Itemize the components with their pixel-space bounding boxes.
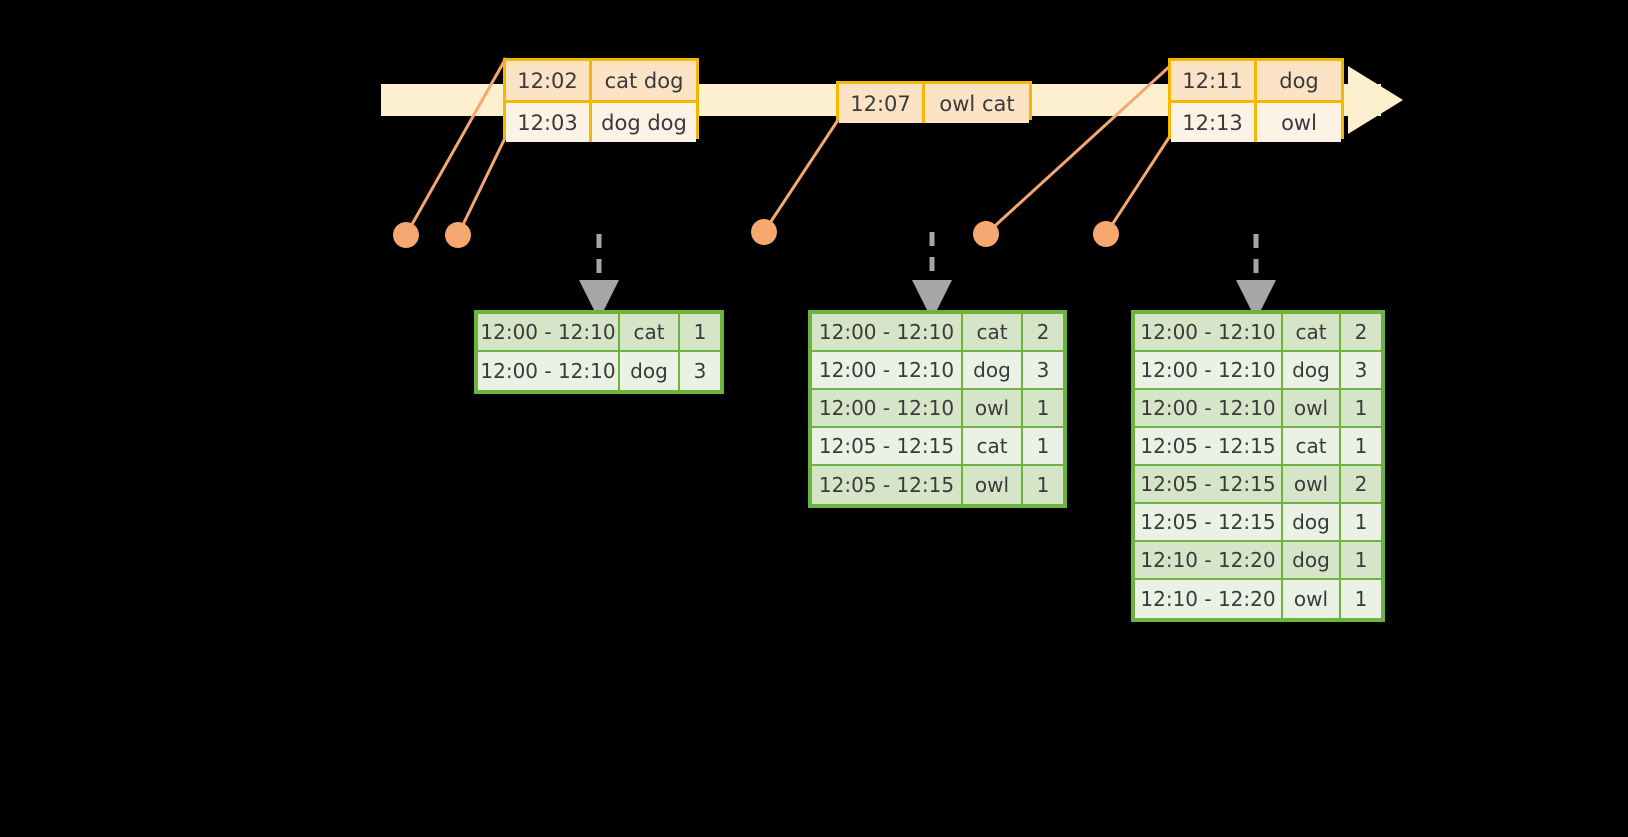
word-cell: cat [963, 428, 1023, 466]
word-cell: dog [620, 352, 680, 390]
word-cell: dog [1283, 542, 1341, 580]
word-cell: cat [1283, 428, 1341, 466]
count-cell: 1 [1341, 504, 1381, 542]
word-cell: owl [1283, 466, 1341, 504]
word-cell: owl [1283, 580, 1341, 618]
window-cell: 12:10 - 12:20 [1135, 542, 1283, 580]
count-cell: 3 [1341, 352, 1381, 390]
connector-dot [445, 222, 471, 248]
event-time: 12:13 [1171, 103, 1257, 142]
count-cell: 1 [1341, 390, 1381, 428]
window-cell: 12:00 - 12:10 [478, 352, 620, 390]
word-cell: dog [963, 352, 1023, 390]
window-cell: 12:00 - 12:10 [1135, 390, 1283, 428]
window-cell: 12:00 - 12:10 [1135, 314, 1283, 352]
window-cell: 12:00 - 12:10 [812, 352, 963, 390]
count-cell: 2 [1341, 314, 1381, 352]
event-time: 12:07 [839, 84, 925, 123]
event-time: 12:02 [506, 61, 592, 100]
window-cell: 12:00 - 12:10 [1135, 352, 1283, 390]
window-cell: 12:05 - 12:15 [1135, 504, 1283, 542]
word-cell: owl [963, 466, 1023, 504]
event-row: 12:11 dog [1171, 61, 1341, 100]
window-cell: 12:05 - 12:15 [812, 466, 963, 504]
event-words: dog [1279, 68, 1319, 93]
window-cell: 12:05 - 12:15 [812, 428, 963, 466]
window-cell: 12:00 - 12:10 [812, 314, 963, 352]
word-cell: owl [1283, 390, 1341, 428]
count-cell: 1 [1023, 428, 1063, 466]
event-words: owl cat [939, 91, 1015, 116]
event-words: owl [1281, 110, 1317, 135]
count-cell: 2 [1023, 314, 1063, 352]
count-cell: 1 [1023, 390, 1063, 428]
word-cell: owl [963, 390, 1023, 428]
window-cell: 12:05 - 12:15 [1135, 466, 1283, 504]
count-cell: 1 [1023, 466, 1063, 504]
word-cell: dog [1283, 352, 1341, 390]
count-cell: 1 [1341, 580, 1381, 618]
event-group-1: 12:02 cat dog 12:03 dog dog [503, 58, 699, 142]
count-cell: 3 [1023, 352, 1063, 390]
event-time: 12:03 [506, 103, 592, 142]
connector-dot [973, 221, 999, 247]
window-cell: 12:00 - 12:10 [812, 390, 963, 428]
count-cell: 3 [680, 352, 720, 390]
window-cell: 12:05 - 12:15 [1135, 428, 1283, 466]
count-cell: 1 [1341, 428, 1381, 466]
count-cell: 1 [680, 314, 720, 352]
dashed-arrows [579, 232, 1276, 320]
event-group-3: 12:11 dog 12:13 owl [1168, 58, 1344, 142]
window-cell: 12:00 - 12:10 [478, 314, 620, 352]
event-row: 12:02 cat dog [506, 61, 696, 100]
count-cell: 2 [1341, 466, 1381, 504]
connector-dot [1093, 221, 1119, 247]
count-cell: 1 [1341, 542, 1381, 580]
window-cell: 12:10 - 12:20 [1135, 580, 1283, 618]
event-row: 12:07 owl cat [839, 84, 1029, 123]
event-words: cat dog [604, 68, 684, 93]
connector-dot [751, 219, 777, 245]
event-group-2: 12:07 owl cat [836, 81, 1032, 123]
connector-dots [393, 219, 1119, 248]
event-row: 12:13 owl [1171, 100, 1341, 142]
word-cell: dog [1283, 504, 1341, 542]
event-time: 12:11 [1171, 61, 1257, 100]
event-words: dog dog [601, 110, 687, 135]
event-row: 12:03 dog dog [506, 100, 696, 142]
word-cell: cat [1283, 314, 1341, 352]
connector-dot [393, 222, 419, 248]
word-cell: cat [963, 314, 1023, 352]
word-cell: cat [620, 314, 680, 352]
